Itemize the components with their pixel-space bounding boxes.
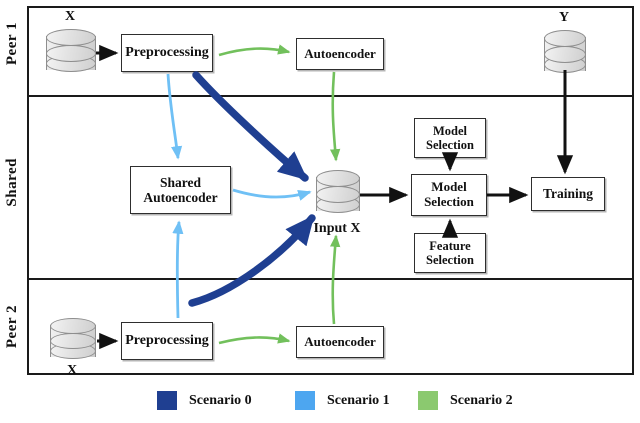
legend-label-scenario-1: Scenario 1 — [327, 392, 390, 408]
legend-swatch-scenario-1 — [295, 391, 315, 410]
box-training[interactable]: Training — [531, 177, 605, 211]
datastore-peer2-x — [50, 318, 96, 364]
box-model-selection-top-line2: Selection — [426, 138, 474, 152]
legend-swatch-scenario-2 — [418, 391, 438, 410]
box-model-selection-top-line1: Model — [432, 124, 468, 138]
box-model-selection-main[interactable]: Model Selection — [411, 174, 487, 216]
box-model-selection-main-line2: Selection — [424, 194, 474, 209]
box-model-selection-main-line1: Model — [431, 179, 467, 195]
box-peer2-preprocessing[interactable]: Preprocessing — [121, 322, 213, 360]
legend-label-scenario-2: Scenario 2 — [450, 392, 513, 408]
datastore-peer1-x-label: X — [64, 9, 76, 24]
lane-divider-shared-peer2 — [27, 278, 634, 280]
legend-item-scenario-0: Scenario 0 — [157, 391, 252, 410]
lane-label-peer2: Peer 2 — [4, 305, 20, 349]
datastore-peer1-x — [46, 29, 96, 77]
box-peer1-autoencoder[interactable]: Autoencoder — [296, 38, 384, 70]
lane-label-peer1: Peer 1 — [4, 22, 20, 66]
lane-divider-peer1-shared — [27, 95, 634, 97]
datastore-peer2-x-label: X — [66, 363, 78, 378]
box-shared-autoencoder[interactable]: Shared Autoencoder — [130, 166, 231, 214]
datastore-y — [544, 30, 586, 78]
legend-item-scenario-1: Scenario 1 — [295, 391, 390, 410]
lane-label-shared: Shared — [4, 158, 20, 207]
legend-swatch-scenario-0 — [157, 391, 177, 410]
box-shared-autoencoder-line2: Autoencoder — [143, 190, 218, 205]
legend-item-scenario-2: Scenario 2 — [418, 391, 513, 410]
box-peer1-preprocessing[interactable]: Preprocessing — [121, 34, 213, 72]
datastore-input-x-label: Input X — [313, 221, 361, 236]
legend-label-scenario-0: Scenario 0 — [189, 392, 252, 408]
box-feature-selection-line2: Selection — [426, 253, 474, 267]
diagram-frame — [27, 6, 634, 375]
box-feature-selection-line1: Feature — [429, 239, 471, 253]
legend: Scenario 0 Scenario 1 Scenario 2 — [0, 391, 640, 415]
box-peer2-autoencoder[interactable]: Autoencoder — [296, 326, 384, 358]
box-model-selection-top[interactable]: Model Selection — [414, 118, 486, 158]
datastore-input-x — [316, 170, 360, 218]
box-feature-selection[interactable]: Feature Selection — [414, 233, 486, 273]
box-shared-autoencoder-line1: Shared — [159, 174, 201, 190]
datastore-y-label: Y — [558, 10, 570, 25]
